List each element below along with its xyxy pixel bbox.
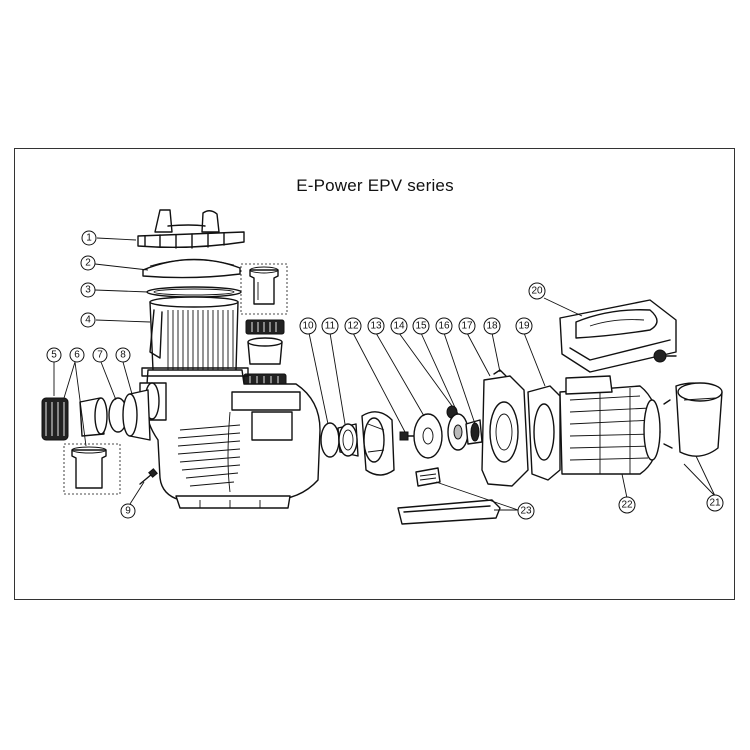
part-5-union-nut xyxy=(41,397,69,441)
part-14-impeller xyxy=(413,413,443,459)
svg-text:8: 8 xyxy=(120,350,126,361)
diagram-title: E-Power EPV series xyxy=(296,176,454,195)
leader-lines xyxy=(53,237,716,511)
svg-text:21: 21 xyxy=(709,498,721,509)
housing-ribs xyxy=(177,411,241,493)
svg-text:7: 7 xyxy=(97,350,103,361)
part-13-screw xyxy=(399,431,415,441)
svg-text:16: 16 xyxy=(438,321,450,332)
callout-8: 8 xyxy=(115,347,131,363)
part-16-shaft-seal xyxy=(465,419,483,445)
callout-16: 16 xyxy=(435,317,453,335)
callout-numbers: 1 2 3 4 5 6 7 8 9 10 11 12 13 14 15 16 1… xyxy=(46,230,724,520)
svg-text:23: 23 xyxy=(520,506,532,517)
part-20-controller xyxy=(559,299,677,373)
part-1-lid xyxy=(137,209,245,249)
callout-13: 13 xyxy=(367,317,385,335)
svg-text:1: 1 xyxy=(86,233,92,244)
callout-3: 3 xyxy=(80,282,96,298)
part-19-motor-flange xyxy=(527,385,561,481)
part-18-seal-plate xyxy=(481,369,529,487)
part-3-ring xyxy=(146,286,242,298)
pump-housing xyxy=(139,367,321,509)
svg-text:3: 3 xyxy=(85,285,91,296)
part-11-diffuser-collar xyxy=(337,423,359,457)
callout-7: 7 xyxy=(92,347,108,363)
callout-14: 14 xyxy=(390,317,408,335)
callout-4: 4 xyxy=(80,312,96,328)
svg-text:10: 10 xyxy=(302,321,314,332)
svg-text:11: 11 xyxy=(325,321,336,332)
svg-text:6: 6 xyxy=(74,350,80,361)
part-8-adapter xyxy=(122,389,151,441)
svg-text:15: 15 xyxy=(415,321,427,332)
callout-15: 15 xyxy=(412,317,430,335)
svg-text:13: 13 xyxy=(370,321,382,332)
svg-text:18: 18 xyxy=(486,321,498,332)
part-10-gasket xyxy=(320,422,340,458)
svg-text:19: 19 xyxy=(518,321,530,332)
part-12-diffuser xyxy=(361,411,395,476)
callout-5: 5 xyxy=(46,347,62,363)
svg-text:9: 9 xyxy=(125,506,131,517)
callout-12: 12 xyxy=(344,317,362,335)
callout-22: 22 xyxy=(618,496,636,514)
part-23-terminal-cover xyxy=(397,467,501,525)
svg-text:20: 20 xyxy=(531,286,543,297)
svg-text:22: 22 xyxy=(621,500,633,511)
callout-9: 9 xyxy=(120,503,136,519)
part-9-screw xyxy=(139,468,158,485)
callout-18: 18 xyxy=(483,317,501,335)
part-4-basket xyxy=(149,296,239,375)
callout-21: 21 xyxy=(706,494,724,512)
callout-2: 2 xyxy=(80,255,96,271)
union-stack xyxy=(243,319,287,387)
callout-10: 10 xyxy=(299,317,317,335)
callout-6: 6 xyxy=(69,347,85,363)
callout-23: 23 xyxy=(517,502,535,520)
part-21-fan-cover xyxy=(663,382,723,457)
svg-text:14: 14 xyxy=(393,321,405,332)
svg-text:4: 4 xyxy=(85,315,91,326)
sleeve-inset xyxy=(63,443,121,495)
svg-text:5: 5 xyxy=(51,350,57,361)
callout-19: 19 xyxy=(515,317,533,335)
part-2-cover xyxy=(142,258,241,279)
callout-1: 1 xyxy=(81,230,97,246)
callout-17: 17 xyxy=(458,317,476,335)
callout-11: 11 xyxy=(321,317,339,335)
union-fitting-inset xyxy=(240,263,288,315)
part-22-motor xyxy=(559,375,661,475)
basket-slots xyxy=(167,310,234,373)
svg-text:2: 2 xyxy=(85,258,91,269)
part-6-sleeve xyxy=(79,397,108,437)
callout-20: 20 xyxy=(528,282,546,300)
svg-text:17: 17 xyxy=(461,321,473,332)
svg-text:12: 12 xyxy=(347,321,359,332)
